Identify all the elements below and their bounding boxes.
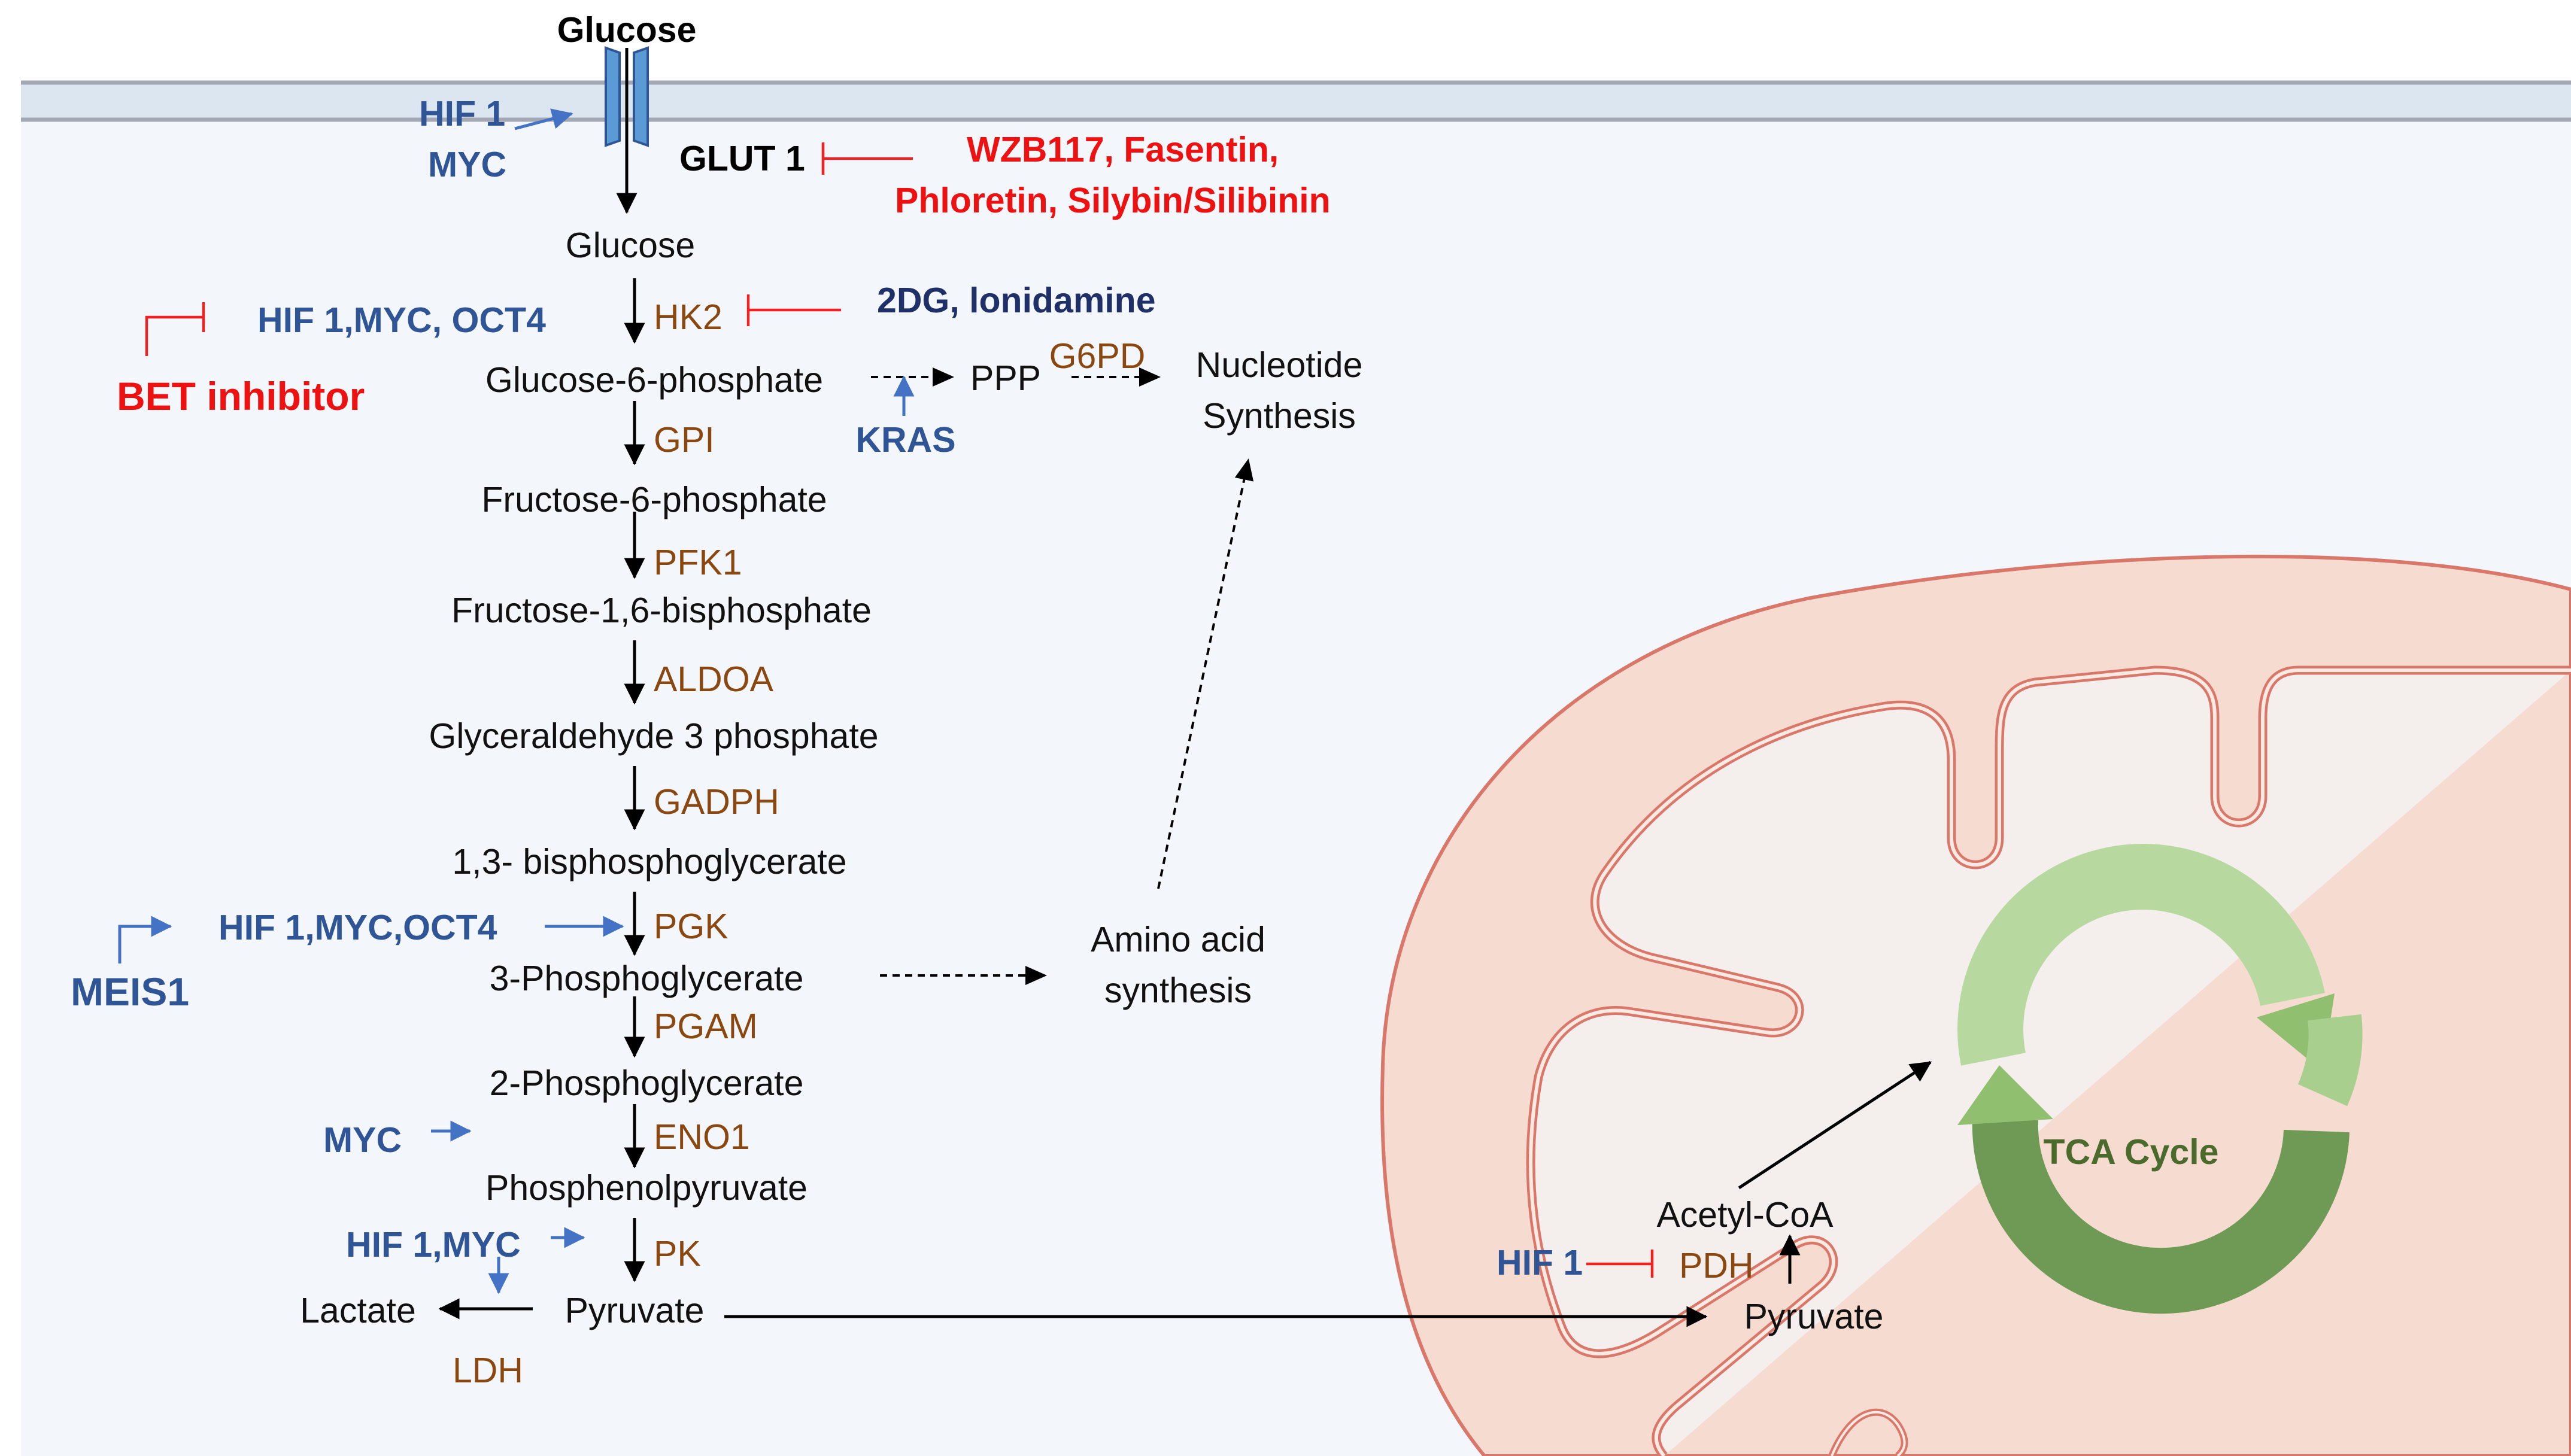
pgk-regulators: HIF 1,MYC,OCT4 [218,908,497,947]
glycolysis-arrows [438,48,1932,1327]
fructose-1-6-bisphosphate-label: Fructose-1,6-bisphosphate [451,591,872,630]
g6pd-enzyme: G6PD [1049,336,1146,376]
eno1-enzyme: ENO1 [654,1117,750,1157]
gadph-enzyme: GADPH [654,782,779,822]
fructose-6-phosphate-label: Fructose-6-phosphate [481,480,827,519]
acetyl-coa-label: Acetyl-CoA [1656,1195,1834,1235]
glut1-label: GLUT 1 [679,139,805,178]
hk2-enzyme: HK2 [654,297,723,337]
hk2-regulators: HIF 1,MYC, OCT4 [257,300,546,340]
amino-acid-synthesis-line1: Amino acid [1091,920,1265,959]
pfk1-enzyme: PFK1 [654,543,742,582]
glut1-inhibitors-line2: Phloretin, Silybin/Silibinin [895,181,1331,220]
tca-cycle-label: TCA Cycle [2044,1132,2219,1172]
aldoa-enzyme: ALDOA [654,659,774,699]
glut1-inhibitors-line1: WZB117, Fasentin, [967,130,1279,169]
hif1-glut-regulator: HIF 1 [419,94,505,133]
bisphosphoglycerate-label: 1,3- bisphosphoglycerate [452,842,846,881]
regulator-arrows [118,108,915,1294]
glut1-transporter-icon [605,46,649,147]
amino-acid-synthesis-line2: synthesis [1104,971,1252,1010]
eno1-regulator: MYC [323,1120,402,1160]
cell-membrane [21,80,2571,122]
pk-enzyme: PK [654,1234,701,1273]
pk-regulators: HIF 1,MYC [346,1225,521,1264]
meis1-label: MEIS1 [71,969,189,1014]
kras-label: KRAS [855,420,955,460]
phosphoenolpyruvate-label: Phosphenolpyruvate [485,1168,808,1208]
3-phosphoglycerate-label: 3-Phosphoglycerate [490,959,804,998]
nucleotide-synthesis-line1: Nucleotide [1196,345,1363,385]
bet-inhibitor-label: BET inhibitor [117,374,365,418]
tca-cycle-arrows [1957,844,2363,1314]
pgam-enzyme: PGAM [654,1007,758,1046]
lactate-label: Lactate [300,1291,416,1330]
glucose-6-phosphate-label: Glucose-6-phosphate [485,360,823,400]
glucose-label: Glucose [566,226,695,265]
nucleotide-synthesis-line2: Synthesis [1203,396,1356,436]
2-phosphoglycerate-label: 2-Phosphoglycerate [490,1063,804,1103]
gpi-enzyme: GPI [654,420,715,460]
ppp-label: PPP [970,358,1041,398]
myc-glut-regulator: MYC [428,145,506,184]
pdh-enzyme: PDH [1679,1246,1754,1285]
pdh-regulator: HIF 1 [1497,1243,1583,1282]
ldh-enzyme: LDH [453,1351,523,1390]
hk2-inhibitor-drugs: 2DG, lonidamine [877,281,1156,320]
glucose-extracellular-label: Glucose [557,10,697,50]
pgk-enzyme: PGK [654,907,728,946]
pyruvate-label: Pyruvate [565,1291,705,1330]
inhibition-bars [145,142,1654,1278]
glyceraldehyde-3-phosphate-label: Glyceraldehyde 3 phosphate [429,716,878,756]
mito-pyruvate-label: Pyruvate [1744,1297,1884,1336]
